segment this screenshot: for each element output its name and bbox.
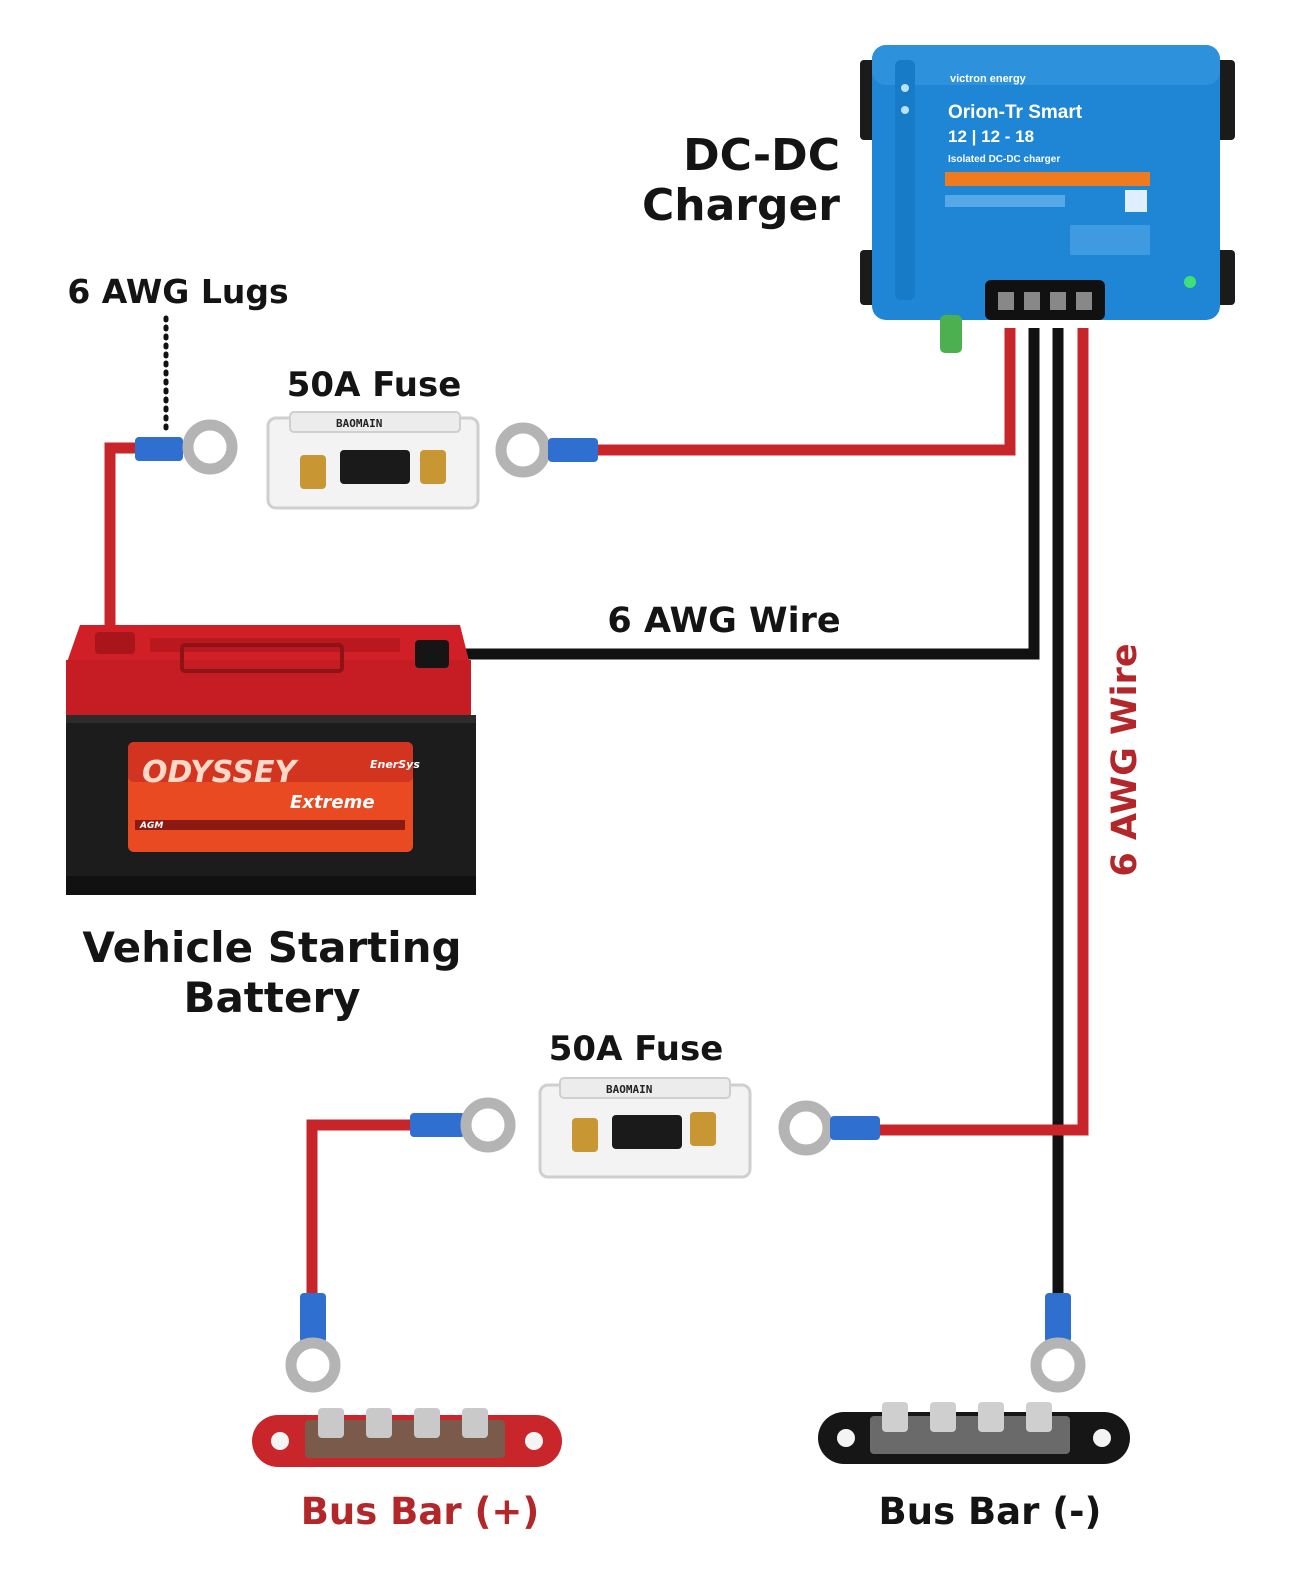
fuse-bottom-brand: BAOMAIN (606, 1083, 652, 1096)
charger-brand: victron energy (950, 73, 1027, 85)
label-busbar-positive: Bus Bar (+) (301, 1490, 540, 1533)
battery-tag: AGM (139, 821, 163, 831)
lug-bottom-left (410, 1097, 516, 1153)
wire-charger-output-positive (880, 328, 1089, 1136)
charger-rating: 12 | 12 - 18 (948, 127, 1034, 146)
label-dc-dc-line2: Charger (642, 180, 840, 231)
charger-orange-stripe (945, 172, 1150, 186)
lug-top-left (135, 419, 238, 475)
label-dc-dc-line1: DC-DC (683, 130, 840, 181)
label-battery-line1: Vehicle Starting (82, 923, 461, 972)
battery: ODYSSEY EnerSys Extreme AGM (66, 625, 476, 895)
label-fuse-top: 50A Fuse (287, 365, 462, 405)
wires (104, 328, 1089, 1296)
wire-battery-positive (104, 442, 150, 630)
label-busbar-negative: Bus Bar (-) (879, 1490, 1102, 1533)
charger-subtitle: Isolated DC-DC charger (948, 154, 1060, 165)
dc-dc-charger: victron energy Orion-Tr Smart 12 | 12 - … (860, 45, 1235, 353)
label-wire-vertical: 6 AWG Wire (1105, 643, 1145, 876)
charger-model: Orion-Tr Smart (948, 102, 1083, 123)
lug-top-right (495, 422, 598, 478)
charger-green-connector (940, 315, 962, 353)
label-battery-line2: Battery (183, 973, 360, 1022)
lug-busbar-positive (285, 1293, 341, 1393)
fuse-top-brand: BAOMAIN (336, 417, 382, 430)
wire-charger-input-positive (590, 328, 1016, 456)
wire-charger-input-negative (455, 328, 1040, 660)
label-fuse-bottom: 50A Fuse (549, 1029, 724, 1069)
battery-brand: ODYSSEY (142, 755, 299, 790)
lugs (135, 419, 1086, 1393)
busbar-positive (252, 1408, 562, 1467)
wire-busbar-positive (306, 1119, 415, 1296)
battery-series: Extreme (290, 792, 375, 813)
busbar-negative (818, 1402, 1130, 1464)
label-wire-horizontal: 6 AWG Wire (607, 601, 840, 641)
lug-busbar-negative (1030, 1293, 1086, 1393)
charger-status-led (1184, 276, 1196, 288)
battery-maker: EnerSys (370, 758, 420, 771)
battery-negative-terminal (415, 640, 449, 668)
fuse-bottom: BAOMAIN (538, 1077, 752, 1179)
lug-bottom-right (778, 1100, 880, 1156)
fuse-top: BAOMAIN (266, 411, 480, 510)
label-lugs: 6 AWG Lugs (67, 272, 288, 311)
labels: DC-DC Charger 6 AWG Lugs 50A Fuse 6 AWG … (67, 130, 1145, 1533)
